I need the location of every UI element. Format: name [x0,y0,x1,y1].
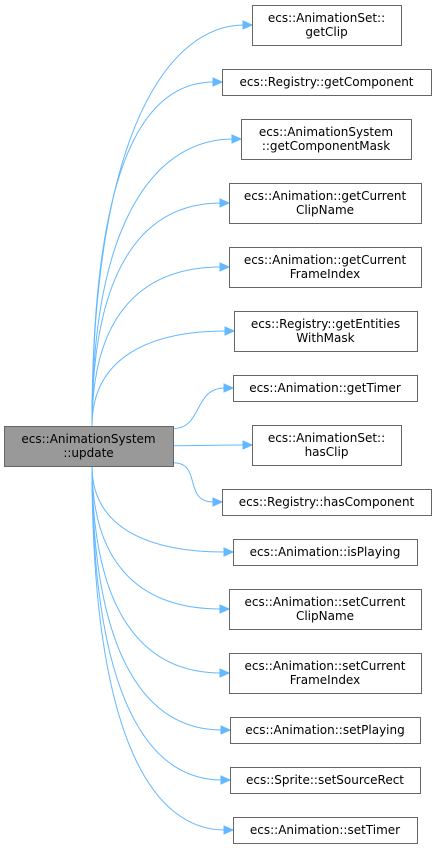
graph-nodes: ecs::AnimationSystem::updateecs::Animati… [4,5,432,844]
callee-animationset-getclip[interactable]: ecs::AnimationSet::getClip [252,5,402,46]
edge-to-animation-setcurrentclipname [91,465,222,610]
edge-to-animation-gettimer [172,387,226,430]
edge-to-animation-getcurrentclipname [91,202,222,427]
edge-to-animationsystem-getcomponentmask [91,138,234,427]
root-node[interactable]: ecs::AnimationSystem::update [4,426,174,467]
arrowhead-icon [242,440,254,450]
callee-animation-setcurrentframeindex-box [229,653,422,694]
arrowhead-icon [219,604,231,614]
callee-animationsystem-getcomponentmask-label-line-1: ecs::AnimationSystem [259,125,393,139]
arrowhead-icon [219,198,231,208]
edge-to-registry-hascomponent [172,462,215,503]
arrowhead-icon [219,262,231,272]
root-node-label-line-1: ecs::AnimationSystem [21,432,155,446]
edge-to-registry-getentitieswithmask [91,330,227,427]
edge-to-animation-isplaying [91,465,226,553]
arrowhead-icon [223,383,235,393]
callee-animation-isplaying-label-line-1: ecs::Animation::isPlaying [250,545,401,559]
edge-to-animation-setcurrentframeindex [91,465,222,674]
callee-animation-setcurrentclipname-box [229,589,422,630]
callee-animationset-getclip-box [252,5,402,46]
callee-sprite-setsourcerect[interactable]: ecs::Sprite::setSourceRect [230,767,421,794]
callee-animation-settimer[interactable]: ecs::Animation::setTimer [233,817,418,844]
callee-animation-getcurrentclipname-label-line-1: ecs::Animation::getCurrent [244,189,407,203]
callee-registry-getentitieswithmask-box [234,311,418,352]
arrowhead-icon [219,668,231,678]
callee-animation-getcurrentclipname-box [229,183,422,224]
callee-animation-setcurrentclipname-label-line-1: ecs::Animation::setCurrent [245,595,406,609]
callee-registry-getcomponent-box [222,69,432,96]
callee-animation-getcurrentframeindex-label-line-1: ecs::Animation::getCurrent [244,253,407,267]
callee-animation-setplaying[interactable]: ecs::Animation::setPlaying [230,717,421,744]
arrowhead-icon [220,725,232,735]
callee-animationset-getclip-label-line-2: getClip [305,25,347,39]
callee-animation-gettimer-label-line-1: ecs::Animation::getTimer [249,381,401,395]
callee-animation-isplaying-box [233,539,418,566]
callee-animation-settimer-label-line-1: ecs::Animation::setTimer [250,823,400,837]
callee-animationsystem-getcomponentmask-box [241,119,412,160]
callee-animationset-getclip-label-line-1: ecs::AnimationSet:: [268,11,385,25]
callee-animation-setcurrentframeindex-label-line-2: FrameIndex [290,673,360,687]
edge-to-animation-setplaying [91,465,223,731]
arrowhead-icon [223,825,235,835]
callee-animation-setplaying-box [230,717,421,744]
callee-animation-setcurrentframeindex-label-line-1: ecs::Animation::setCurrent [245,659,406,673]
callee-registry-hascomponent-box [222,489,432,516]
edge-to-animation-getcurrentframeindex [91,266,222,427]
callee-animationset-hasclip[interactable]: ecs::AnimationSet::hasClip [252,425,402,466]
callee-animation-setcurrentclipname-label-line-2: ClipName [296,609,354,623]
arrowhead-icon [212,497,224,507]
callee-animationset-hasclip-label-line-1: ecs::AnimationSet:: [268,431,385,445]
call-edges [91,20,254,835]
callee-registry-getcomponent-label-line-1: ecs::Registry::getComponent [239,75,413,89]
callee-registry-hascomponent-label-line-1: ecs::Registry::hasComponent [239,495,415,509]
callee-animation-gettimer[interactable]: ecs::Animation::getTimer [233,375,418,402]
edge-to-animation-settimer [91,465,226,831]
arrowhead-icon [220,775,232,785]
edge-to-animationset-hasclip [172,444,245,447]
arrowhead-icon [223,547,235,557]
arrowhead-icon [231,134,243,144]
callee-animation-setplaying-label-line-1: ecs::Animation::setPlaying [245,723,405,737]
edge-to-sprite-setsourcerect [91,465,223,781]
callee-sprite-setsourcerect-label-line-1: ecs::Sprite::setSourceRect [246,773,404,787]
callee-animationset-hasclip-box [252,425,402,466]
callee-registry-getentitieswithmask-label-line-2: WithMask [296,331,354,345]
arrowhead-icon [242,20,254,30]
callee-animation-settimer-box [233,817,418,844]
callee-animation-getcurrentframeindex-label-line-2: FrameIndex [290,267,360,281]
root-node-label-line-2: ::update [63,446,113,460]
callee-registry-hascomponent[interactable]: ecs::Registry::hasComponent [222,489,432,516]
callee-animation-gettimer-box [233,375,418,402]
callee-animation-isplaying[interactable]: ecs::Animation::isPlaying [233,539,418,566]
callee-animationsystem-getcomponentmask-label-line-2: ::getComponentMask [262,139,390,153]
root-node-box [4,426,174,467]
callee-registry-getcomponent[interactable]: ecs::Registry::getComponent [222,69,432,96]
edge-to-registry-getcomponent [91,81,215,427]
callee-registry-getentitieswithmask-label-line-1: ecs::Registry::getEntities [251,317,400,331]
callee-sprite-setsourcerect-box [230,767,421,794]
arrowhead-icon [224,326,236,336]
arrowhead-icon [212,77,224,87]
callee-animationsystem-getcomponentmask[interactable]: ecs::AnimationSystem::getComponentMask [241,119,412,160]
callee-animationset-hasclip-label-line-2: hasClip [305,445,349,459]
callee-animation-getcurrentclipname-label-line-2: ClipName [296,203,354,217]
callee-animation-getcurrentframeindex-box [229,247,422,288]
